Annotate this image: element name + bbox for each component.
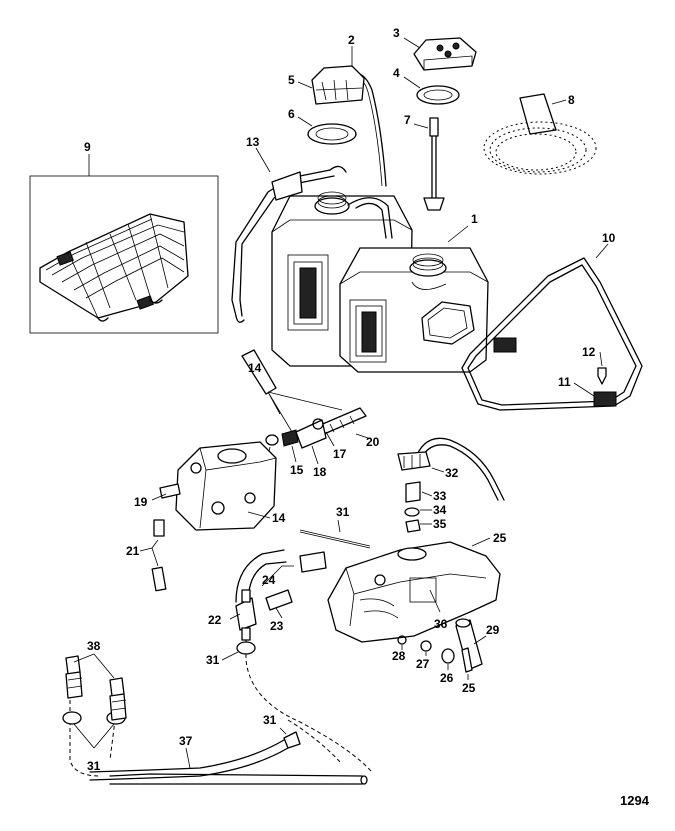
tube-label: 14 <box>248 361 262 375</box>
callout-17: 17 <box>333 447 347 461</box>
hose-37: 37 <box>89 734 368 785</box>
fitting-19: 20 <box>317 407 380 449</box>
cable-tie-upper: 31 <box>299 505 371 549</box>
callout-18: 18 <box>313 465 327 479</box>
gasket-4: 4 <box>393 66 460 105</box>
clamps-31: 31 31 31 <box>62 641 301 773</box>
callout-5: 5 <box>288 73 295 87</box>
callout-3: 3 <box>393 26 400 40</box>
callout-13: 13 <box>246 135 260 149</box>
callout-21: 21 <box>126 544 140 558</box>
callout-27: 26 <box>440 671 454 685</box>
callout-8: 8 <box>568 93 575 107</box>
gasket-6: 6 <box>288 107 357 145</box>
inset-panel: 9 <box>29 140 219 334</box>
filler-cap: 5 <box>288 65 365 105</box>
connectors-38: 38 <box>65 639 127 721</box>
callout-1: 1 <box>471 212 478 226</box>
cap-sender: 32 33 34 35 <box>397 437 505 533</box>
callout-29: 28 <box>392 649 406 663</box>
tray-drawing <box>39 213 189 322</box>
callout-33: 33 <box>433 489 447 503</box>
callout-11: 11 <box>558 375 571 389</box>
gauge-cap: 3 <box>393 26 477 71</box>
callout-6: 6 <box>288 107 295 121</box>
hose-24: 24 <box>235 549 327 605</box>
fuel-tank: 1 <box>271 191 489 373</box>
callout-10: 10 <box>602 231 616 245</box>
callout-22: 22 <box>208 613 222 627</box>
label-36: 36 <box>429 589 448 631</box>
callout-20: 19 <box>134 495 148 509</box>
callout-2: 2 <box>348 33 355 47</box>
wire-bracket: 10 <box>461 231 643 411</box>
callout-12: 12 <box>582 345 596 359</box>
connector-22-23: 22 23 <box>208 589 293 641</box>
callout-35: 35 <box>433 517 447 531</box>
callout-30: 29 <box>486 623 500 637</box>
callout-32: 32 <box>445 466 459 480</box>
coiled-hose: 8 <box>483 93 597 175</box>
figure-number: 1294 <box>620 793 650 808</box>
callout-36: 36 <box>434 617 448 631</box>
fittings-21: 21 <box>126 519 167 592</box>
callout-25: 25 <box>493 531 507 545</box>
callout-23: 23 <box>270 619 284 633</box>
callout-4: 4 <box>393 66 400 80</box>
callout-19: 20 <box>366 435 380 449</box>
callout-31-d: 31 <box>263 713 277 727</box>
pickup-tube: 7 <box>404 113 445 211</box>
vent-hose: 2 <box>335 33 387 187</box>
drain-parts: 29 28 27 26 25 <box>392 618 500 695</box>
callout-38: 38 <box>87 639 101 653</box>
oil-tank: 25 <box>327 531 507 643</box>
callout-31-c: 31 <box>87 759 101 773</box>
strap: 13 <box>231 135 347 323</box>
callout-34: 34 <box>433 503 447 517</box>
callout-31-a: 31 <box>336 505 350 519</box>
callout-37: 37 <box>179 734 193 748</box>
callout-15: 15 <box>290 463 304 477</box>
fuel-pump: 14 19 <box>134 441 286 531</box>
callout-26: 25 <box>462 681 476 695</box>
clip-and-screw: 11 12 <box>558 345 607 397</box>
callout-14: 14 <box>272 511 286 525</box>
callout-9: 9 <box>84 140 91 154</box>
callout-28: 27 <box>416 657 430 671</box>
lubricant-tube: 14 <box>241 349 343 433</box>
callout-7: 7 <box>404 113 411 127</box>
callout-31-b: 31 <box>206 653 220 667</box>
callout-24: 24 <box>262 573 276 587</box>
